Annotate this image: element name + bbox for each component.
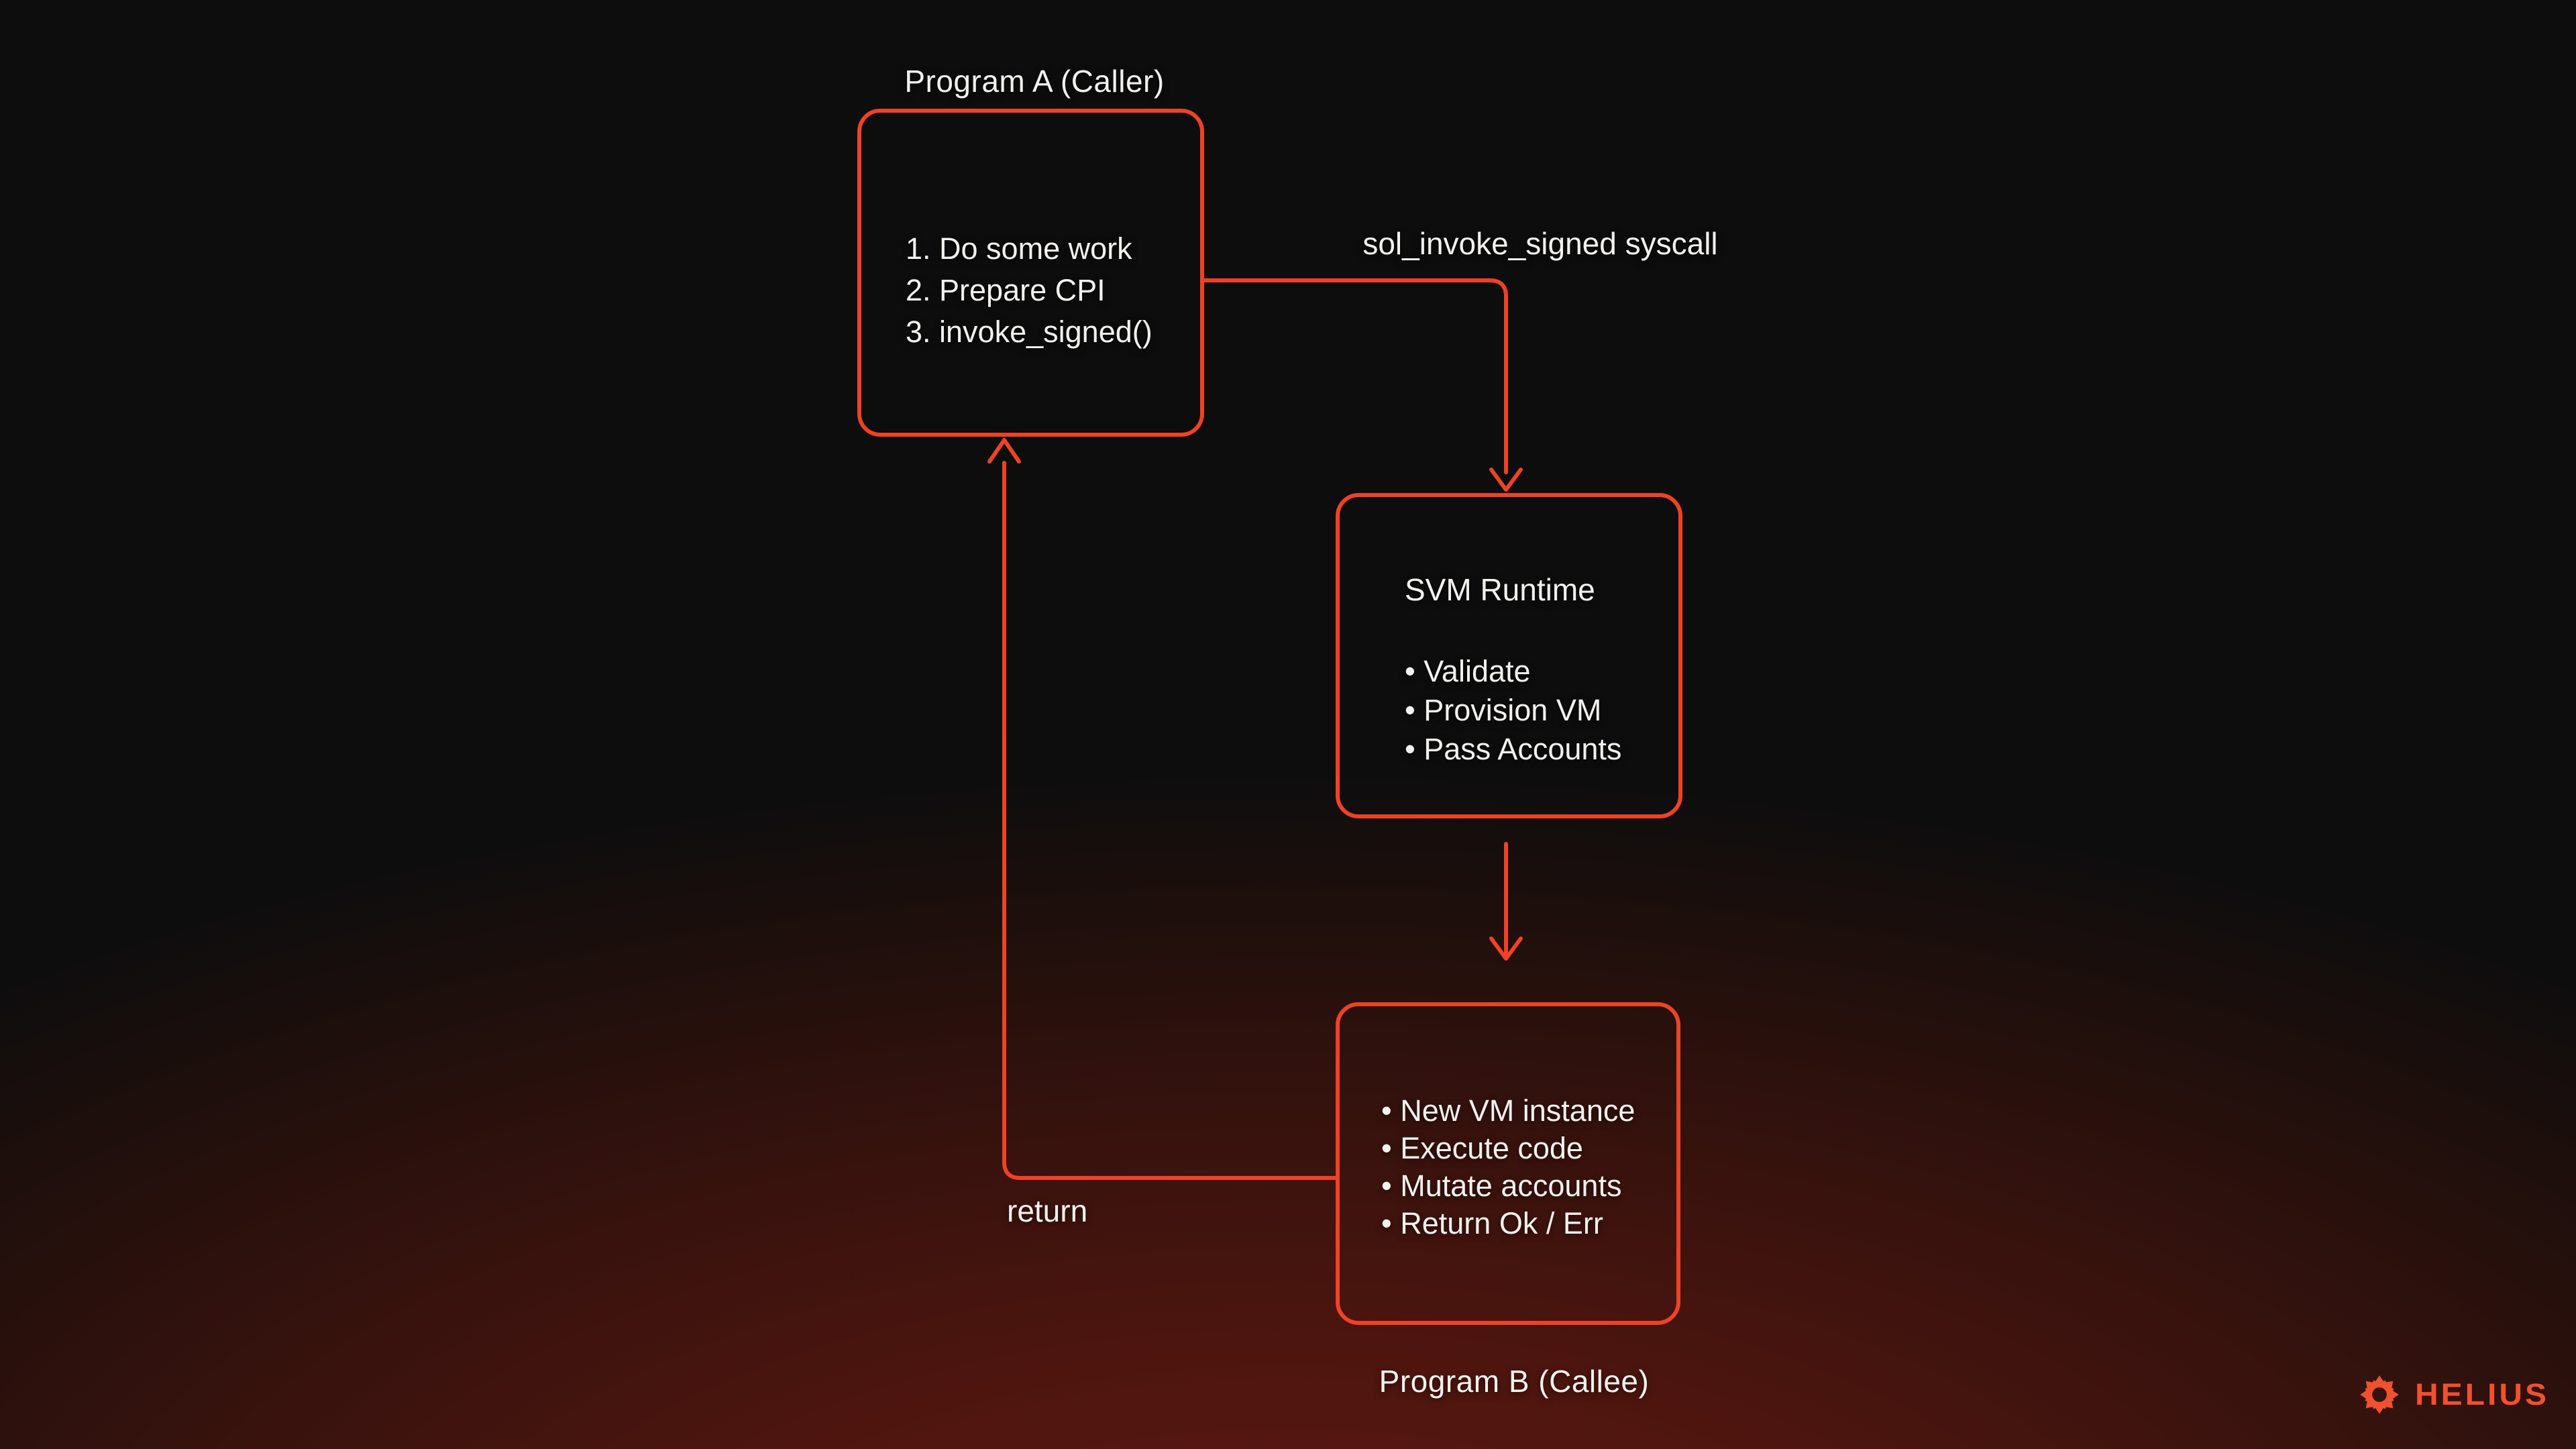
step-item: 2. Prepare CPI <box>906 273 1106 307</box>
helius-wordmark: HELIUS <box>2414 1378 2549 1411</box>
return-arrow-label: return <box>1007 1193 1088 1228</box>
step-item: 1. Do some work <box>906 231 1132 266</box>
return-arrow <box>987 438 1338 1180</box>
helius-sun-icon <box>2360 1375 2399 1414</box>
step-item: 3. invoke_signed() <box>906 315 1152 349</box>
bullet-item: • Mutate accounts <box>1381 1169 1622 1203</box>
program-b-title: Program B (Callee) <box>1379 1364 1650 1399</box>
svm-runtime-bullets: • Validate • Provision VM • Pass Account… <box>1405 652 1621 769</box>
bullet-item: • Pass Accounts <box>1405 732 1622 766</box>
svm-runtime-box <box>1336 493 1682 818</box>
arrowhead-down-icon <box>1489 936 1523 961</box>
syscall-arrow <box>1202 278 1523 492</box>
helius-logo: HELIUS <box>2359 1374 2549 1415</box>
program-a-title: Program A (Caller) <box>904 64 1165 99</box>
bullet-item: • Execute code <box>1381 1131 1583 1165</box>
arrowhead-up-icon <box>987 438 1021 464</box>
bullet-item: • Provision VM <box>1405 693 1602 727</box>
bullet-item: • Validate <box>1405 654 1531 688</box>
arrowhead-down-icon <box>1489 468 1523 492</box>
program-b-box <box>1336 1002 1680 1325</box>
bullet-item: • New VM instance <box>1381 1093 1635 1128</box>
bullet-item: • Return Ok / Err <box>1381 1206 1603 1240</box>
svm-runtime-title: SVM Runtime <box>1405 572 1595 607</box>
vm-spawn-arrow <box>1489 842 1523 961</box>
program-b-bullets: • New VM instance • Execute code • Mutat… <box>1381 1092 1635 1242</box>
program-a-box <box>857 109 1204 437</box>
syscall-arrow-label: sol_invoke_signed syscall <box>1362 226 1718 261</box>
program-a-steps: 1. Do some work 2. Prepare CPI 3. invoke… <box>906 228 1152 353</box>
